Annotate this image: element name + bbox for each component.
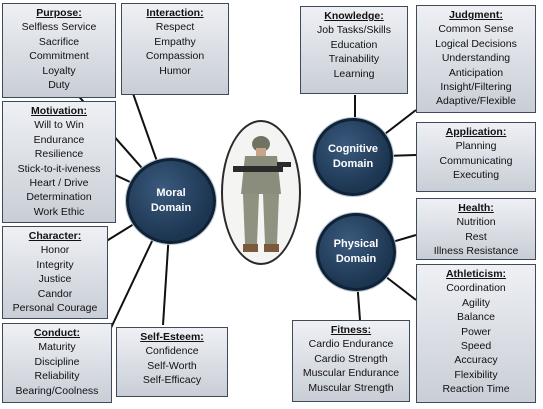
athleticism-item: Coordination [446, 282, 506, 295]
interaction-title: Interaction: [146, 7, 204, 19]
self-esteem-title: Self-Esteem: [140, 331, 204, 343]
knowledge-title: Knowledge: [324, 10, 384, 22]
soldier-icon [233, 136, 291, 252]
self-esteem-item: Confidence [145, 345, 199, 358]
conduct-box: Conduct: Maturity Discipline Reliability… [2, 323, 112, 403]
motivation-item: Determination [26, 191, 92, 204]
health-item: Rest [465, 230, 487, 243]
self-esteem-item: Self-Efficacy [142, 374, 202, 387]
moral-domain-circle: Moral Domain [126, 158, 216, 244]
purpose-item: Sacrifice [38, 35, 80, 48]
judgment-title: Judgment: [449, 9, 503, 21]
purpose-item: Selfless Service [21, 21, 97, 34]
motivation-title: Motivation: [31, 105, 87, 117]
motivation-item: Endurance [33, 133, 85, 146]
character-item: Personal Courage [12, 302, 98, 315]
athleticism-item: Reaction Time [442, 383, 510, 396]
character-item: Candor [37, 287, 73, 300]
character-box: Character: Honor Integrity Justice Cando… [2, 226, 108, 319]
athleticism-item: Agility [461, 296, 490, 309]
interaction-item: Humor [159, 64, 191, 77]
conduct-item: Bearing/Coolness [15, 384, 99, 397]
interaction-item: Empathy [154, 35, 196, 48]
moral-domain-label-1: Moral [156, 187, 186, 199]
self-esteem-item: Self-Worth [147, 359, 197, 372]
health-item: Nutrition [456, 216, 496, 229]
motivation-item: Stick-to-it-iveness [17, 162, 101, 175]
application-item: Communicating [439, 154, 513, 167]
judgment-item: Understanding [441, 52, 511, 65]
motivation-item: Heart / Drive [29, 177, 89, 190]
judgment-item: Logical Decisions [435, 37, 517, 50]
health-box: Health: Nutrition Rest Illness Resistanc… [416, 198, 536, 260]
knowledge-box: Knowledge: Job Tasks/Skills Education Tr… [300, 6, 408, 94]
purpose-item: Loyalty [42, 64, 76, 77]
physical-domain-label-1: Physical [333, 238, 379, 250]
physical-domain-circle: Physical Domain [316, 213, 396, 291]
motivation-item: Work Ethic [33, 205, 85, 218]
interaction-item: Compassion [145, 50, 205, 63]
application-item: Executing [452, 169, 500, 182]
athleticism-title: Athleticism: [445, 268, 507, 280]
application-title: Application: [445, 126, 507, 138]
knowledge-item: Job Tasks/Skills [317, 24, 391, 37]
fitness-item: Muscular Strength [308, 381, 394, 394]
judgment-item: Common Sense [438, 23, 514, 36]
application-box: Application: Planning Communicating Exec… [416, 122, 536, 192]
purpose-box: Purpose: Selfless Service Sacrifice Comm… [2, 3, 116, 98]
athleticism-item: Accuracy [454, 354, 498, 367]
knowledge-item: Education [330, 38, 378, 51]
cognitive-domain-label-2: Domain [332, 158, 374, 170]
cognitive-domain-label-1: Cognitive [327, 143, 379, 155]
interaction-box: Interaction: Respect Empathy Compassion … [121, 3, 229, 95]
conduct-item: Maturity [38, 341, 76, 354]
conduct-title: Conduct: [33, 327, 81, 339]
physical-domain-label-2: Domain [335, 253, 377, 265]
health-title: Health: [458, 202, 494, 214]
character-item: Justice [38, 273, 72, 286]
character-item: Honor [40, 244, 70, 257]
purpose-item: Duty [48, 79, 70, 92]
fitness-box: Fitness: Cardio Endurance Cardio Strengt… [292, 320, 410, 402]
athleticism-box: Athleticism: Coordination Agility Balanc… [416, 264, 536, 403]
soldier-photo [221, 120, 301, 265]
purpose-item: Commitment [29, 50, 89, 63]
judgment-box: Judgment: Common Sense Logical Decisions… [416, 5, 536, 113]
application-item: Planning [455, 140, 497, 153]
purpose-title: Purpose: [36, 7, 82, 19]
judgment-item: Insight/Filtering [440, 81, 512, 94]
character-title: Character: [28, 230, 82, 242]
knowledge-item: Learning [333, 67, 375, 80]
fitness-title: Fitness: [330, 324, 372, 336]
athleticism-item: Power [461, 325, 491, 338]
self-esteem-box: Self-Esteem: Confidence Self-Worth Self-… [116, 327, 228, 397]
judgment-item: Anticipation [448, 66, 504, 79]
interaction-item: Respect [155, 21, 195, 34]
fitness-item: Muscular Endurance [302, 367, 400, 380]
motivation-box: Motivation: Will to Win Endurance Resili… [2, 101, 116, 223]
conduct-item: Reliability [34, 370, 80, 383]
health-item: Illness Resistance [433, 245, 519, 258]
motivation-item: Resilience [34, 148, 84, 161]
conduct-item: Discipline [34, 355, 80, 368]
athleticism-item: Speed [460, 340, 492, 353]
athleticism-item: Flexibility [454, 368, 498, 381]
fitness-item: Cardio Endurance [308, 338, 394, 351]
character-item: Integrity [36, 258, 74, 271]
fitness-item: Cardio Strength [314, 352, 388, 365]
knowledge-item: Trainability [328, 53, 380, 66]
moral-domain-label-2: Domain [150, 202, 192, 214]
cognitive-domain-circle: Cognitive Domain [313, 118, 393, 196]
judgment-item: Adaptive/Flexible [436, 95, 516, 108]
athleticism-item: Balance [457, 311, 495, 324]
motivation-item: Will to Win [34, 119, 84, 132]
